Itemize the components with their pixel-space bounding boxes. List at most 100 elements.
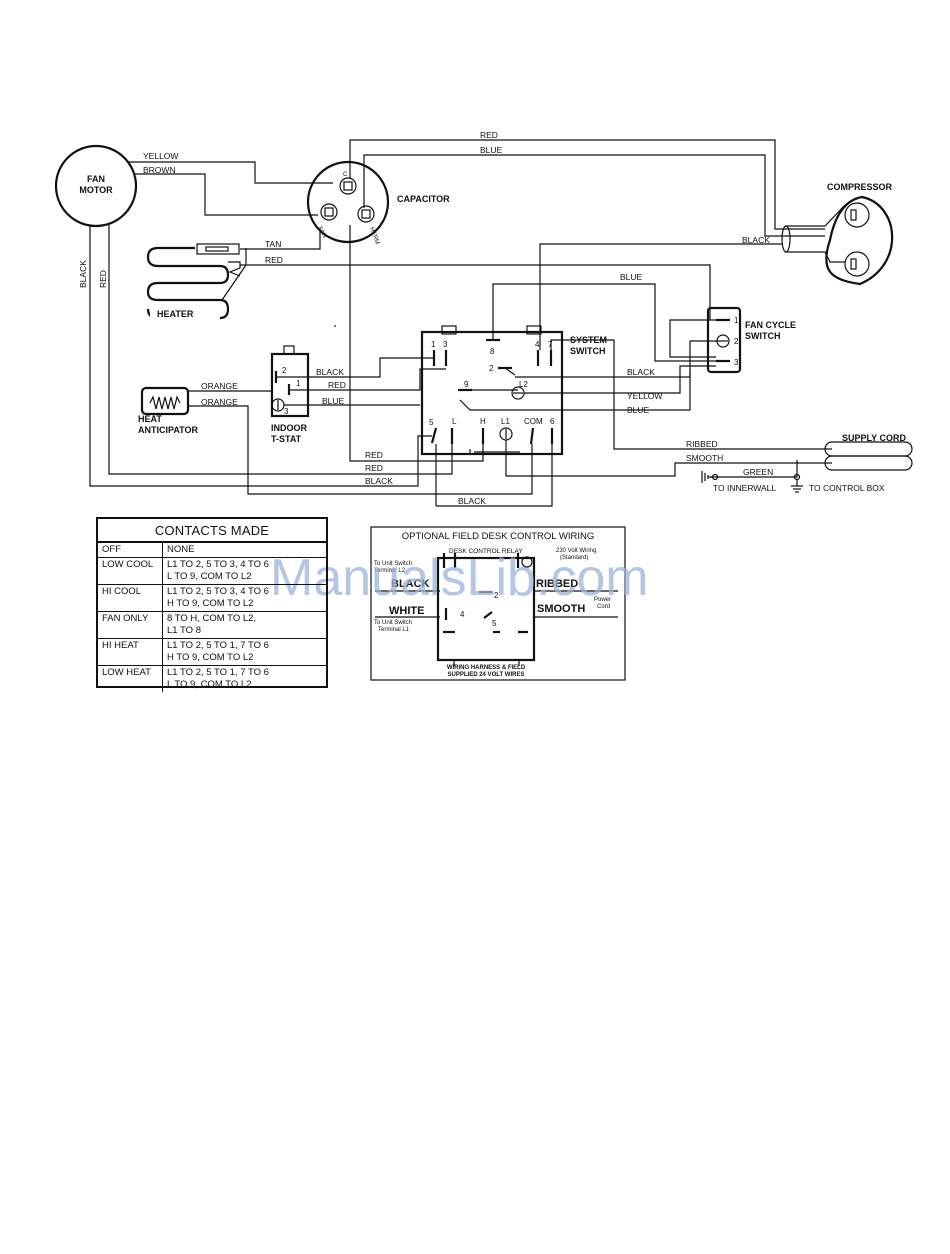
compressor: COMPRESSOR [825,182,894,286]
contacts-list: 8 TO H, COM TO L2,L1 TO 8 [162,611,326,639]
wire-label-red-fan: RED [98,270,108,288]
contacts-mode: OFF [98,543,163,558]
to-unit-switch-l2-2: Terminal L2 [374,568,406,574]
wire-label-green: GREEN [743,467,773,477]
to-unit-switch-l1-1: To Unit Switch [374,620,412,626]
wire-label-yellow-fan: YELLOW [143,151,178,161]
contacts-mode: HI HEAT [98,638,163,666]
fcs-terminal-1: 1 [734,316,739,325]
capacitor: C FAN HERM CAPACITOR [306,160,450,246]
power-cord-2: Cord [597,604,610,610]
fan-cycle-switch-label-2: SWITCH [745,331,781,341]
compressor-label: COMPRESSOR [827,182,893,192]
wire-label-tan: TAN [265,239,281,249]
ts-terminal-2: 2 [282,366,287,375]
wire-label-orange-2: ORANGE [201,397,238,407]
terminal-l1: L1 [501,417,510,426]
to-unit-switch-l1-2: Terminal L1 [378,627,410,633]
heater-label: HEATER [157,309,194,319]
contacts-mode: LOW COOL [98,557,163,585]
terminal-l2: L2 [519,380,528,389]
terminal-8: 8 [490,347,495,356]
terminal-com: COM [524,417,543,426]
supply-cord-label: SUPPLY CORD [842,433,907,443]
wires: YELLOW BROWN RED BLUE BLACK TAN RED BLUE… [78,130,846,507]
ts-terminal-1: 1 [296,379,301,388]
terminal-l: L [452,417,457,426]
harness-label-2: SUPPLIED 24 VOLT WIRES [448,672,525,678]
terminal-5: 5 [429,418,434,427]
wire-label-black-compressor: BLACK [742,235,770,245]
terminal-4: 4 [535,340,540,349]
wire-label-red-cap-1: RED [365,450,383,460]
capacitor-terminal-herm: HERM [368,227,380,246]
heat-anticipator: HEAT ANTICIPATOR [138,386,198,435]
relay-terminal-5: 5 [492,619,497,628]
wire-label-ribbed: RIBBED [686,439,718,449]
desk-black-label: BLACK [391,578,430,590]
terminal-6: 6 [550,417,555,426]
power-cord-1: Power [594,597,611,603]
wire-label-black-bottom-1: BLACK [365,476,393,486]
contacts-table-row: OFF NONE [98,543,326,558]
relay-terminal-4: 4 [460,610,465,619]
supply-cord: SUPPLY CORD [824,433,913,471]
relay-terminal-2: 2 [494,591,499,600]
wiring-230-2: (Standard) [560,555,588,561]
terminal-1: 1 [431,340,436,349]
watermark: ManualsLib.com [270,549,649,607]
indoor-tstat-label-1: INDOOR [271,423,308,433]
wire-label-red-cap-2: RED [365,463,383,473]
ground-symbols: TO INNERWALL TO CONTROL BOX [701,471,885,493]
heat-anticipator-label-1: HEAT [138,414,162,424]
contacts-mode: LOW HEAT [98,665,163,692]
fan-cycle-switch: 1 2 3 FAN CYCLE SWITCH [706,306,796,374]
fcs-terminal-2: 2 [734,337,739,346]
harness-label-1: WIRING HARNESS & FIELD [447,665,526,671]
indoor-tstat-label-2: T-STAT [271,434,302,444]
wire-label-black-tstat: BLACK [316,367,344,377]
wire-label-orange-1: ORANGE [201,381,238,391]
to-control-box-label: TO CONTROL BOX [809,483,885,493]
contacts-list: NONE [167,544,195,555]
heat-anticipator-label-2: ANTICIPATOR [138,425,198,435]
heater: HEATER [146,243,247,321]
desk-control-wiring: OPTIONAL FIELD DESK CONTROL WIRING DESK … [370,526,626,681]
fan-motor: FAN MOTOR [54,144,138,228]
capacitor-label: CAPACITOR [397,194,450,204]
contacts-mode: FAN ONLY [98,611,163,639]
wire-label-black-fcs: BLACK [627,367,655,377]
desk-control-relay-label: DESK CONTROL RELAY [449,548,523,555]
wire-label-yellow-fcs: YELLOW [627,391,662,401]
wire-label-blue-fcs: BLUE [620,272,643,282]
capacitor-terminal-fan: FAN [316,226,327,239]
wire-label-blue-tstat: BLUE [322,396,345,406]
capacitor-terminal-c: C [343,172,348,178]
wire-label-red-heater: RED [265,255,283,265]
terminal-h: H [480,417,486,426]
indoor-tstat: 2 1 3 INDOOR T-STAT [270,345,310,444]
desk-white-label: WHITE [389,605,424,617]
to-innerwall-label: TO INNERWALL [713,483,776,493]
desk-smooth-label: SMOOTH [537,603,585,615]
wire-label-red-top: RED [480,130,498,140]
contacts-mode: HI COOL [98,584,163,612]
desk-ribbed-label: RIBBED [536,578,578,590]
terminal-9: 9 [464,380,469,389]
wire-label-black-bottom-2: BLACK [458,496,486,506]
fcs-terminal-3: 3 [734,358,739,367]
wire-label-blue-top: BLUE [480,145,503,155]
wire-label-red-tstat: RED [328,380,346,390]
